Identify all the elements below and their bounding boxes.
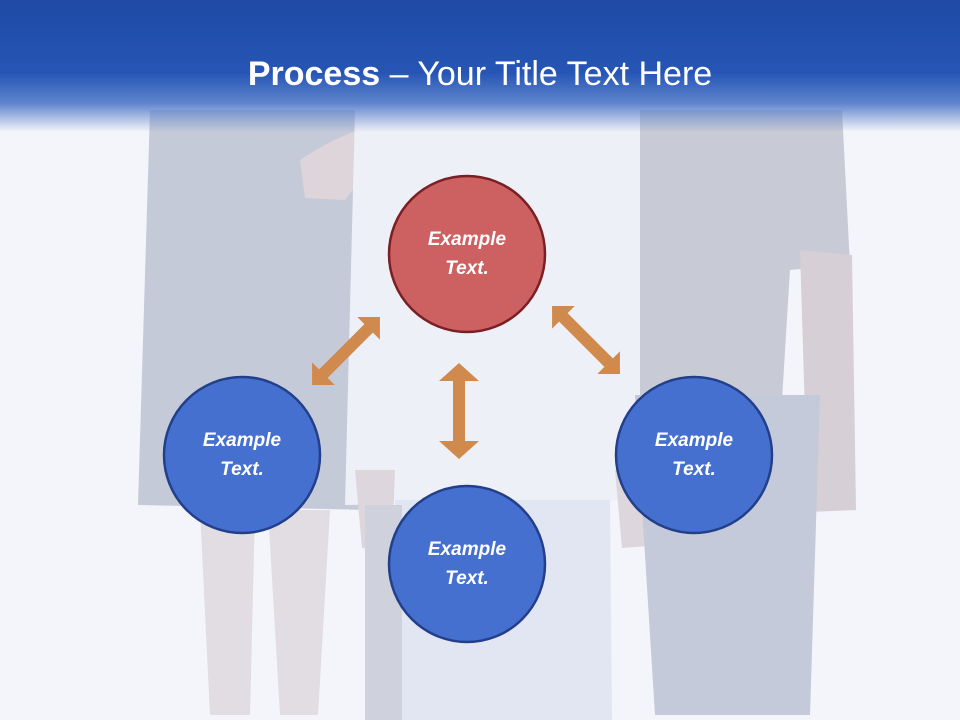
node-top-circle (387, 174, 547, 334)
slide-title-rest: – Your Title Text Here (380, 55, 713, 93)
arrow-vertical (439, 363, 479, 459)
slide-title: Process – Your Title Text Here (0, 52, 960, 96)
arrow-top-left (312, 317, 380, 385)
node-right-circle (614, 375, 774, 535)
arrow-top-right (552, 306, 620, 374)
node-left-circle (162, 375, 322, 535)
title-bar (0, 0, 960, 132)
slide-title-bold: Process (247, 55, 381, 93)
node-bottom-circle (387, 484, 547, 644)
